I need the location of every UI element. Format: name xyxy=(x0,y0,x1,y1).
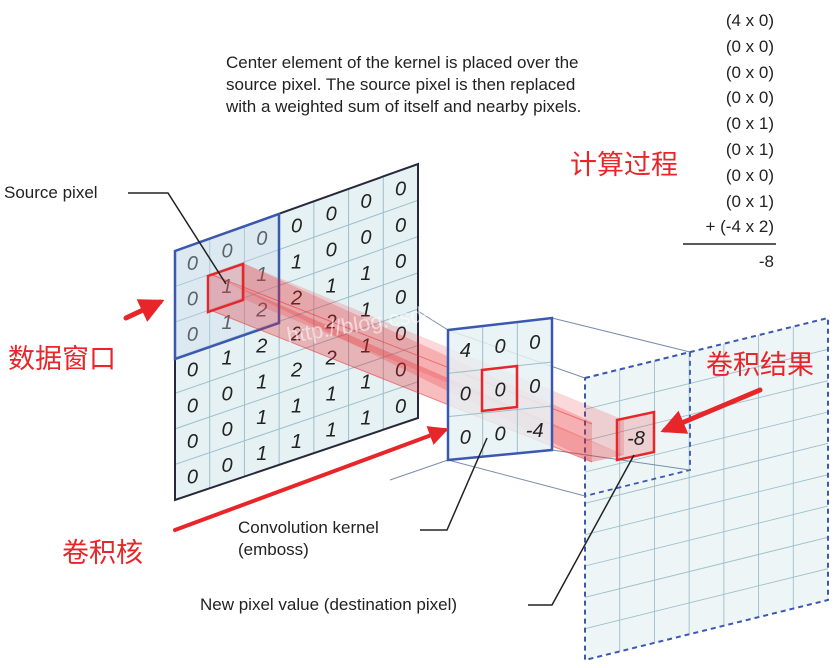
source-cell-value: 0 xyxy=(222,455,233,477)
source-cell-value: 0 xyxy=(256,228,267,250)
source-cell-value: 1 xyxy=(222,276,233,298)
calculation-title: 计算过程 xyxy=(570,150,678,181)
calc-term: + (-4 x 2) xyxy=(705,217,775,237)
source-cell-value: 0 xyxy=(187,431,198,453)
source-cell-value: 1 xyxy=(326,275,337,297)
source-cell-value: 1 xyxy=(256,264,267,286)
source-cell-value: 1 xyxy=(291,431,302,453)
source-cell-value: 1 xyxy=(360,335,371,357)
kernel-cell-value: 0 xyxy=(529,376,540,398)
source-cell-value: 1 xyxy=(291,395,302,417)
destination-pixel: -8 xyxy=(615,410,656,462)
source-cell-value: 1 xyxy=(326,383,337,405)
source-cell-value: 2 xyxy=(290,323,302,345)
source-cell-value: 1 xyxy=(256,371,267,393)
source-cell-value: 0 xyxy=(395,251,406,273)
source-cell-value: 0 xyxy=(222,383,233,405)
calc-term: (0 x 0) xyxy=(725,36,774,56)
new-pixel-label: New pixel value (destination pixel) xyxy=(200,595,458,614)
data-window-label: 数据窗口 xyxy=(8,344,116,375)
calculation-terms: (4 x 0) (0 x 0) (0 x 0) (0 x 0) (0 x 1) … xyxy=(706,8,775,240)
source-cell-value: 1 xyxy=(291,252,302,274)
source-cell-value: 0 xyxy=(187,288,198,310)
source-cell-value: 2 xyxy=(325,311,337,333)
source-cell-value: 0 xyxy=(360,191,371,213)
source-cell-value: 0 xyxy=(395,287,406,309)
kernel-cell-value: 0 xyxy=(529,332,540,354)
kernel-cell-value: 0 xyxy=(494,423,505,445)
source-cell-value: 0 xyxy=(187,360,198,382)
kernel-cell-value: 0 xyxy=(460,427,471,449)
source-cell-value: 0 xyxy=(187,324,198,346)
source-cell-value: 1 xyxy=(360,408,371,430)
result-label-cn: 卷积结果 xyxy=(706,350,814,381)
source-cell-value: 1 xyxy=(256,443,267,465)
source-cell-value: 2 xyxy=(290,359,302,381)
source-cell-value: 1 xyxy=(360,372,371,394)
arrow-to-kernel xyxy=(173,426,449,532)
source-cell-value: 0 xyxy=(326,239,337,261)
source-cell-value: 1 xyxy=(326,420,337,442)
source-cell-value: 0 xyxy=(395,215,406,237)
source-cell-value: 1 xyxy=(360,299,371,321)
kernel-matrix: 4 0 0 0 0 0 0 0 -4 xyxy=(446,316,554,462)
kernel-label-line-1: Convolution kernel xyxy=(238,518,379,537)
description-line-3: with a weighted sum of itself and nearby… xyxy=(226,97,582,116)
source-cell-value: 0 xyxy=(360,227,371,249)
kernel-label-line-2: (emboss) xyxy=(238,540,309,559)
description-line-1: Center element of the kernel is placed o… xyxy=(226,53,579,72)
source-matrix: 0000000011100001221100122210001221000111… xyxy=(174,162,419,502)
data-window xyxy=(173,212,281,361)
calc-term: (0 x 1) xyxy=(725,114,774,134)
source-cell-value: 0 xyxy=(395,324,406,346)
arrow-to-window xyxy=(123,299,165,322)
calc-term: (4 x 0) xyxy=(725,11,774,30)
source-cell-value: 0 xyxy=(326,203,337,225)
arrow-to-result xyxy=(660,387,763,434)
destination-value: -8 xyxy=(627,428,645,450)
source-cell-value: 0 xyxy=(291,216,302,238)
calculation-result: -8 xyxy=(758,252,774,271)
source-cell-value: 0 xyxy=(395,396,406,418)
kernel-label: Convolution kernel (emboss) xyxy=(238,517,379,561)
leader-lines xyxy=(128,192,635,606)
source-cell-value: 1 xyxy=(256,407,267,429)
source-cell-value: 0 xyxy=(187,253,198,275)
description-text: Center element of the kernel is placed o… xyxy=(226,52,696,118)
kernel-cell-value: 0 xyxy=(460,383,471,405)
source-cell-value: 1 xyxy=(222,312,233,334)
kernel-cell-value: -4 xyxy=(526,420,544,442)
calc-term: (0 x 0) xyxy=(725,165,774,185)
calc-term: (0 x 1) xyxy=(725,191,774,211)
source-cell-value: 0 xyxy=(395,179,406,201)
kernel-cell-value: 4 xyxy=(460,340,471,362)
kernel-center-highlight xyxy=(480,364,519,413)
source-pixel-label: Source pixel xyxy=(4,183,98,202)
source-cell-value: 2 xyxy=(255,336,267,358)
calc-term: (0 x 0) xyxy=(725,62,774,82)
calc-term: (0 x 1) xyxy=(725,139,774,159)
source-cell-value: 0 xyxy=(222,419,233,441)
source-cell-value: 0 xyxy=(395,360,406,382)
source-cell-value: 0 xyxy=(187,395,198,417)
red-arrows xyxy=(123,299,763,532)
source-cell-value: 0 xyxy=(187,467,198,489)
source-cell-value: 2 xyxy=(255,300,267,322)
kernel-label-cn: 卷积核 xyxy=(62,538,143,569)
source-cell-value: 2 xyxy=(290,288,302,310)
destination-plane xyxy=(584,316,829,662)
description-line-2: source pixel. The source pixel is then r… xyxy=(226,75,576,94)
calc-term: (0 x 0) xyxy=(725,88,774,108)
kernel-cell-value: 0 xyxy=(494,380,505,402)
source-cell-value: 1 xyxy=(360,263,371,285)
kernel-cell-value: 0 xyxy=(494,336,505,358)
source-cell-value: 1 xyxy=(222,348,233,370)
source-cell-value: 0 xyxy=(222,240,233,262)
source-pixel-highlight xyxy=(206,262,245,314)
